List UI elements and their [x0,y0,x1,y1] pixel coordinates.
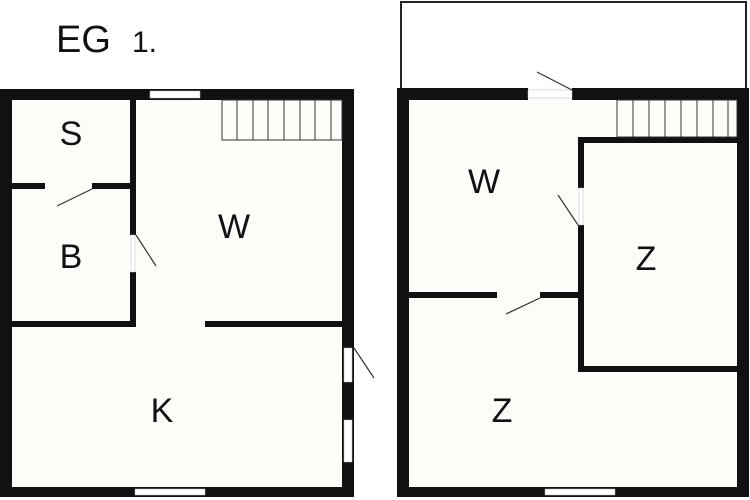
left-door-swings [56,188,375,379]
window [343,347,353,383]
balcony [400,1,747,91]
floor-title-overlay: 1. [132,26,157,59]
room-label-s: S [60,115,83,153]
door-opening [578,187,584,226]
door-swing [505,297,541,315]
door-swing [56,188,93,207]
window [343,419,353,463]
right-openings [527,89,616,496]
window [149,90,201,99]
door-swing [536,71,573,91]
balcony-door [527,89,573,99]
door-swing [353,347,375,379]
door-swing [557,194,579,226]
left-floor-plan: S B W K [0,89,375,497]
right-door-swings [505,71,579,315]
room-label-z: Z [636,240,657,278]
room-label-b: B [60,238,83,276]
window [134,488,206,496]
left-windows [130,90,353,496]
right-stairs [616,99,738,138]
door-swing [135,234,157,267]
room-label-w: W [218,208,250,246]
right-floor-plan: W Z Z [397,1,749,497]
window [544,488,616,496]
room-label-k: K [151,392,174,430]
floor-title: EG [56,19,111,61]
left-floor-area [0,89,354,497]
left-stairs [221,99,343,141]
door-opening [130,234,136,273]
room-label-z: Z [492,392,513,430]
room-label-w: W [468,163,500,201]
